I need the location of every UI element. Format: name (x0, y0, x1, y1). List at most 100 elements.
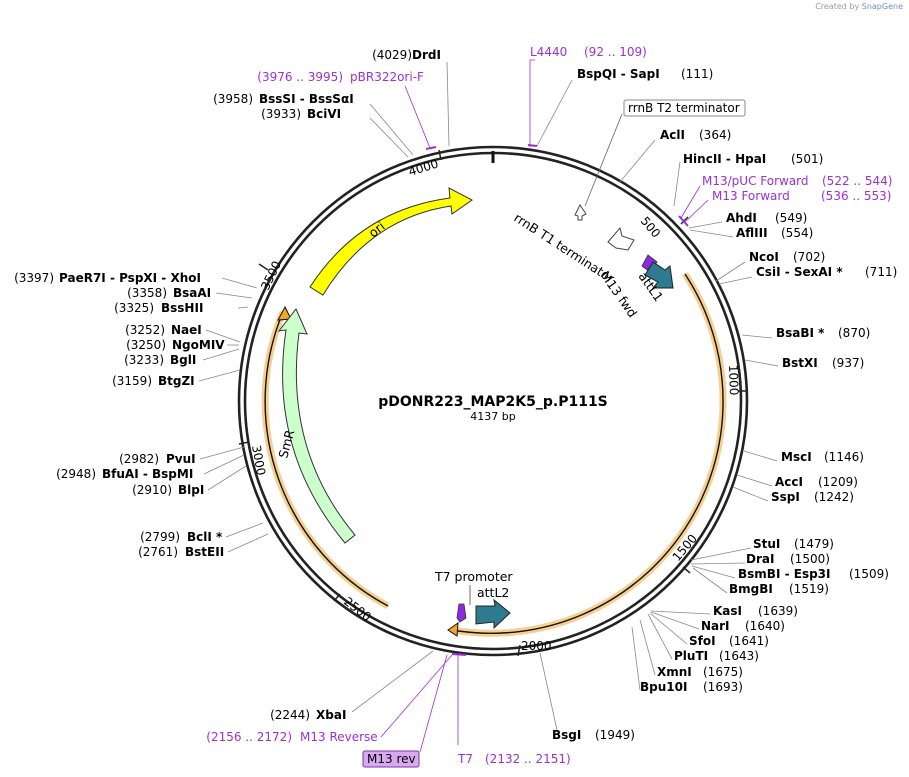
m13-fwd-feature (641, 254, 658, 273)
leader-m13rev-box (419, 654, 448, 753)
site-name-bsteii: BstEII (185, 545, 224, 559)
leader-sfoi (649, 612, 688, 645)
site-name-nari: NarI (701, 619, 730, 633)
site-name-bsabi: BsaBI * (776, 326, 825, 340)
site-name-l4440: L4440 (530, 45, 567, 59)
rrnb-t2-feature (574, 204, 587, 221)
leader-bsteii (227, 533, 269, 553)
site-pos-bgli: (3233) (124, 353, 164, 367)
leader-bsmbi (691, 565, 736, 579)
rrnb-t2-label: rrnB T2 terminator (628, 101, 740, 115)
t7-promoter-label: T7 promoter (434, 569, 513, 584)
site-pos-bfuai: (2948) (56, 467, 96, 481)
leader-paer7i (221, 277, 258, 289)
leader-acli (619, 139, 656, 183)
site-name-btgzi: BtgZI (158, 374, 195, 388)
leader-afliii (689, 229, 734, 238)
m13-reverse-primer-bar (451, 653, 467, 656)
smr-feature (277, 308, 356, 544)
site-pos-xmni: (1675) (703, 665, 743, 679)
site-name-msci: MscI (781, 450, 812, 464)
site-name-sspi: SspI (771, 490, 800, 504)
site-pos-blpi: (2910) (132, 483, 172, 497)
rrnb-t2-leader (584, 113, 623, 207)
site-pos-m13f: (536 .. 553) (821, 189, 891, 203)
orf-left-arrowhead (277, 305, 292, 321)
attl1-feature (644, 261, 674, 289)
leader-bsaai (215, 292, 253, 299)
site-name-blpi: BlpI (178, 483, 204, 497)
site-pos-csii: (711) (865, 265, 897, 279)
site-pos-bsaai: (3358) (127, 286, 167, 300)
site-name-sfoi: SfoI (689, 634, 716, 648)
leader-bcivi (369, 117, 409, 158)
tick-mark (517, 644, 521, 657)
site-name-bsshii: BssHII (161, 301, 203, 315)
site-pos-btgzi: (3159) (112, 374, 152, 388)
leader-bsabi (741, 334, 773, 339)
backbone-outer (237, 145, 749, 657)
site-name-drai: DraI (746, 552, 774, 566)
site-pos-bspqi: (111) (681, 67, 713, 81)
m13-fwd-label: M13 fwd (598, 268, 641, 320)
site-pos-ahdi: (549) (775, 211, 807, 225)
leader-hincii (673, 161, 681, 207)
site-pos-bstxi: (937) (832, 356, 864, 370)
leader-xbai (351, 650, 434, 713)
site-pos-bsabi: (870) (838, 326, 870, 340)
m13-forward-primer-bar (678, 215, 689, 227)
site-name-bspqi: BspQI - SapI (577, 67, 660, 81)
leader-xmni (639, 619, 656, 676)
leader-stui (690, 547, 752, 561)
snapgene-brand: SnapGene (861, 2, 903, 11)
site-name-pluti: PluTI (674, 649, 708, 663)
site-pos-bsgi: (1949) (595, 728, 635, 742)
leader-ncoi (715, 261, 746, 282)
site-pos-bsssi: (3958) (213, 92, 253, 106)
site-name-stui: StuI (753, 537, 780, 551)
site-name-acci: AccI (775, 475, 803, 489)
site-pos-bcivi: (3933) (261, 107, 301, 121)
leader-bgli (202, 348, 240, 361)
watermark-prefix: Created by (815, 2, 860, 11)
site-name-ahdi: AhdI (726, 211, 757, 225)
tick-label-1000: 1000 (726, 365, 741, 396)
site-pos-bsshii: (3325) (114, 301, 154, 315)
site-name-paer7i: PaeR7I - PspXI - XhoI (59, 271, 201, 285)
snapgene-watermark: Created by SnapGene (815, 2, 903, 11)
smr-label: SmR (275, 428, 297, 460)
orf-arc-left (264, 311, 389, 607)
leader-kasi (650, 610, 711, 615)
site-name-pbr322: pBR322ori-F (350, 70, 424, 84)
site-pos-bsmbi: (1509) (849, 567, 889, 581)
leader-bstxi (744, 359, 779, 367)
leader-bsgi (539, 652, 558, 731)
site-pos-stui: (1479) (794, 537, 834, 551)
site-name-ncoi: NcoI (749, 250, 779, 264)
site-pos-pluti: (1643) (719, 649, 759, 663)
site-pos-l4440: (92 .. 109) (584, 45, 647, 59)
site-name-afliii: AflIII (736, 226, 768, 240)
rrnb-t2-box (623, 99, 746, 117)
site-name-bcli: BclI * (187, 530, 223, 544)
tick-mark (238, 441, 250, 445)
site-name-m13puc: M13/pUC Forward (702, 174, 809, 188)
attl2-label: attL2 (477, 585, 509, 600)
site-pos-ngomiv: (3250) (126, 338, 166, 352)
tick-label-2000: 2000 (521, 639, 552, 653)
leader-m13puc (680, 185, 701, 219)
rrnb-t1-feature (607, 226, 635, 251)
site-name-bstxi: BstXI (782, 356, 818, 370)
attl2-feature (475, 598, 511, 630)
leader-m13f (684, 199, 709, 223)
site-name-pvui: PvuI (166, 452, 196, 466)
orf-arrowhead (447, 621, 459, 637)
leader-pluti (647, 613, 673, 660)
site-pos-hincii: (501) (791, 152, 823, 166)
site-pos-drai: (1500) (790, 552, 830, 566)
site-name-csii: CsiI - SexAI * (756, 265, 843, 279)
site-pos-naei: (3252) (125, 323, 165, 337)
tick-label-3000: 3000 (249, 444, 268, 477)
leader-csii (718, 276, 753, 285)
